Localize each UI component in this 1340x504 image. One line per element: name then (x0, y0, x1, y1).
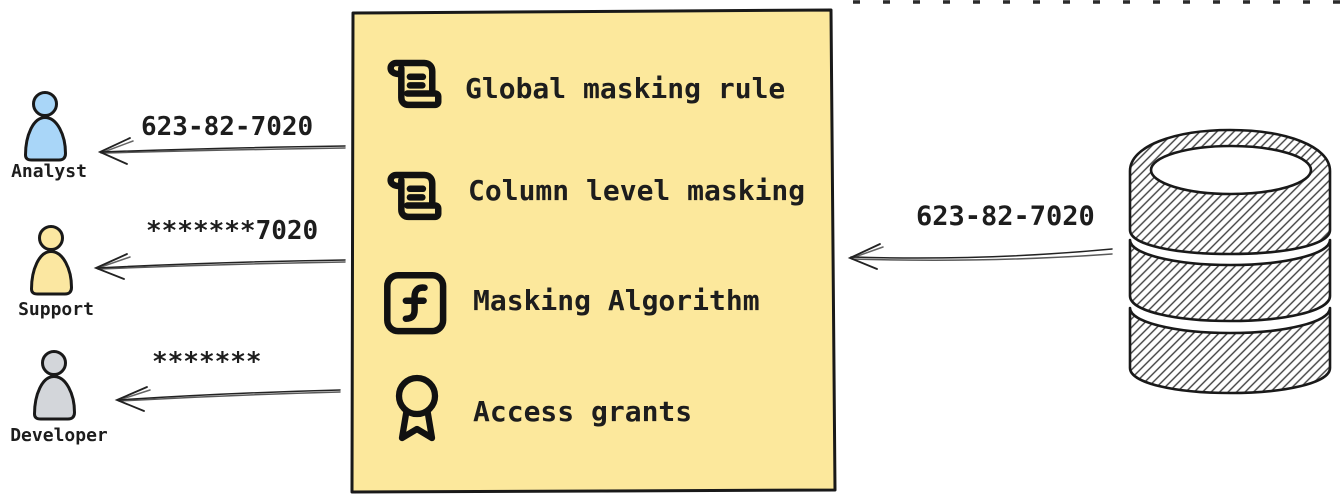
analyst-value-label: 623-82-7020 (141, 112, 314, 142)
function-icon (384, 272, 447, 335)
arrow-to-support (93, 253, 346, 280)
developer-name-label: Developer (10, 425, 108, 446)
analyst-name-label: Analyst (11, 161, 87, 182)
award-icon (395, 374, 439, 442)
developer-body (33, 375, 76, 421)
scroll-icon (387, 59, 442, 109)
support-name-label: Support (18, 299, 94, 320)
support-icon (30, 225, 73, 296)
box-item-column-level-masking: Column level masking (468, 174, 806, 207)
database-opening (1149, 144, 1313, 196)
arrow-from-database (847, 243, 1113, 270)
analyst-body (24, 116, 67, 162)
box-item-access-grants: Access grants (473, 395, 693, 428)
developer-head (41, 350, 67, 376)
arrow-to-developer (114, 386, 341, 412)
database-middle-segment (1128, 238, 1332, 323)
support-body (30, 250, 73, 296)
developer-icon (33, 350, 76, 421)
database-value-label: 623-82-7020 (916, 201, 1095, 232)
database-bottom-segment (1128, 306, 1332, 395)
box-item-masking-algorithm: Masking Algorithm (473, 284, 760, 317)
analyst-head (32, 91, 58, 117)
support-value-label: *******7020 (146, 216, 319, 246)
box-item-global-masking-rule: Global masking rule (465, 72, 786, 105)
support-head (38, 225, 64, 251)
database-icon (1128, 128, 1332, 395)
masking-rules-box (350, 8, 837, 494)
analyst-icon (24, 91, 67, 162)
arrow-to-analyst (97, 137, 346, 165)
developer-value-label: ******* (152, 347, 262, 377)
scroll-icon (387, 171, 442, 221)
